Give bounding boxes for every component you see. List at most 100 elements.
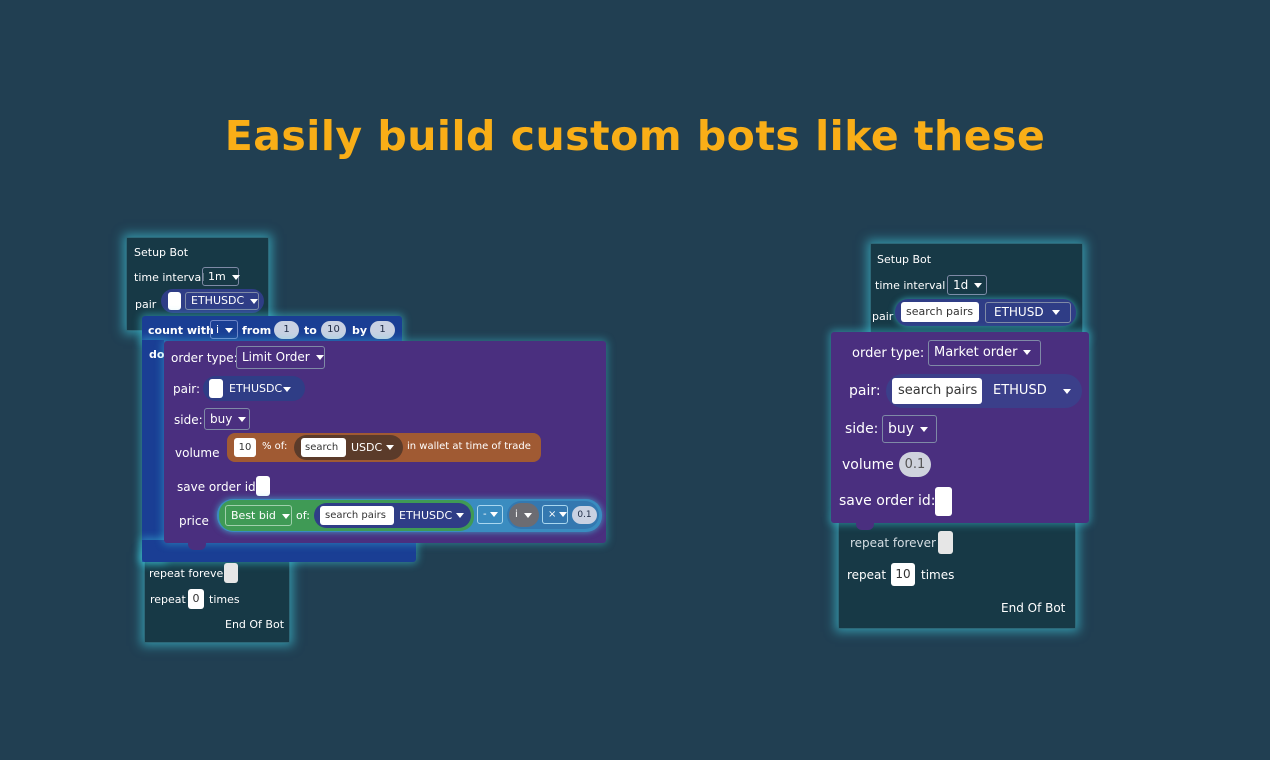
left-order-type-dropdown[interactable]: Limit Order [236,346,325,369]
chevron-down-icon [559,511,568,517]
chevron-down-icon [456,513,464,518]
right-pair-label: pair [872,310,894,323]
left-end-label: End Of Bot [225,618,285,631]
left-loop-label: count with [148,324,214,337]
left-loop-from-label: from [242,324,272,337]
left-math-op-1: - [483,509,487,520]
right-time-interval-label: time interval [875,279,946,292]
left-time-interval-dropdown[interactable]: 1m [202,267,240,286]
left-math-value-input[interactable]: 0.1 [572,506,597,524]
left-order-volume-label: volume [175,446,220,460]
right-time-interval-dropdown[interactable]: 1d [947,275,987,295]
right-order-notch [856,523,874,530]
left-loop-body[interactable] [142,340,164,562]
left-pair-dropdown[interactable]: ETHUSDC [185,292,259,310]
left-order-side-value: buy [210,412,233,426]
left-times-label: times [209,593,240,606]
right-order-side-value: buy [888,421,915,437]
left-end-block[interactable] [144,555,290,643]
chevron-down-icon [283,387,291,392]
chevron-down-icon [250,298,259,304]
chevron-down-icon [1051,310,1060,315]
right-order-type-label: order type: [852,346,925,361]
chevron-down-icon [1063,389,1071,394]
left-volume-search-input[interactable]: search [301,438,346,457]
left-time-interval-value: 1m [208,270,226,283]
left-math-op-2: × [548,509,557,520]
right-end-block[interactable] [838,520,1076,629]
right-pair-dropdown[interactable]: ETHUSD [985,302,1071,323]
left-price-source-dropdown[interactable]: Best bid [225,505,292,526]
right-volume-input[interactable]: 0.1 [899,452,931,477]
right-order-type-dropdown[interactable]: Market order [928,340,1041,366]
left-order-side-dropdown[interactable]: buy [204,408,250,430]
right-end-label: End Of Bot [1001,601,1066,615]
chevron-down-icon [225,327,234,333]
right-order-side-dropdown[interactable]: buy [882,415,937,443]
left-loop-by-input[interactable]: 1 [370,321,395,339]
right-times-label: times [921,568,955,582]
right-order-pair-value: ETHUSD [993,383,1047,398]
left-price-pair-value: ETHUSDC [399,509,453,522]
right-pair-search-input[interactable]: search pairs [901,302,979,322]
left-loop-var: i [216,323,220,336]
left-loop-by-label: by [352,324,368,337]
left-math-op-1-dropdown[interactable]: - [477,505,503,524]
right-repeat-input[interactable]: 10 [891,563,915,586]
left-loop-from-input[interactable]: 1 [274,321,299,339]
chevron-down-icon [489,511,498,517]
right-repeat-forever-label: repeat forever [850,536,936,550]
left-time-interval-label: time interval [134,271,205,284]
chevron-down-icon [315,355,324,360]
chevron-down-icon [974,283,983,288]
left-order-price-label: price [179,514,209,528]
left-price-search-input[interactable]: search pairs [320,506,394,525]
left-repeat-label: repeat [150,593,186,606]
left-order-type-label: order type: [171,351,238,365]
left-setup-block[interactable] [126,237,269,331]
chevron-down-icon [281,513,290,519]
left-order-notch [188,543,206,550]
left-loop-to-label: to [304,324,317,337]
left-repeat-input[interactable]: 0 [188,589,204,609]
right-order-pair-search-input[interactable]: search pairs [892,378,982,404]
right-repeat-label: repeat [847,568,887,582]
left-pair-search-input[interactable] [168,292,181,310]
left-setup-label: Setup Bot [134,246,189,259]
left-order-pair-label: pair: [173,382,201,396]
left-volume-currency: USDC [351,441,383,454]
left-order-pair-search-input[interactable] [209,379,223,398]
left-pair-label: pair [135,298,157,311]
right-pair-value: ETHUSD [994,305,1044,319]
chevron-down-icon [386,445,394,450]
right-order-block[interactable] [831,332,1089,523]
chevron-down-icon [231,274,240,280]
right-setup-label: Setup Bot [877,253,932,266]
chevron-down-icon [920,426,929,432]
chevron-down-icon [238,417,247,422]
right-repeat-forever-toggle[interactable] [938,531,953,554]
right-order-pair-label: pair: [849,383,881,399]
left-order-side-label: side: [174,413,203,427]
headline: Easily build custom bots like these [224,112,1046,160]
left-loop-footer[interactable] [142,540,416,562]
left-repeat-forever-toggle[interactable] [224,563,238,583]
right-order-side-label: side: [845,421,879,437]
right-save-order-id-input[interactable] [935,487,952,516]
left-math-op-2-dropdown[interactable]: × [542,505,568,524]
left-order-pair-value: ETHUSDC [229,382,283,395]
left-loop-to-input[interactable]: 10 [321,321,346,339]
chevron-down-icon [1023,350,1032,355]
left-repeat-forever-label: repeat forever [149,567,228,580]
left-pair-value: ETHUSDC [191,294,245,307]
left-order-type-value: Limit Order [242,350,310,364]
left-save-order-id-input[interactable] [256,476,270,496]
left-loop-do-label: do [149,348,165,361]
right-order-save-label: save order id: [839,493,936,509]
left-volume-input[interactable]: 10 [234,438,256,457]
left-order-save-label: save order id: [177,480,260,494]
left-loop-var-dropdown[interactable]: i [210,320,238,339]
left-volume-suffix: in wallet at time of trade [407,441,531,452]
left-loop-block[interactable] [142,316,402,343]
left-price-of-label: of: [296,509,310,522]
